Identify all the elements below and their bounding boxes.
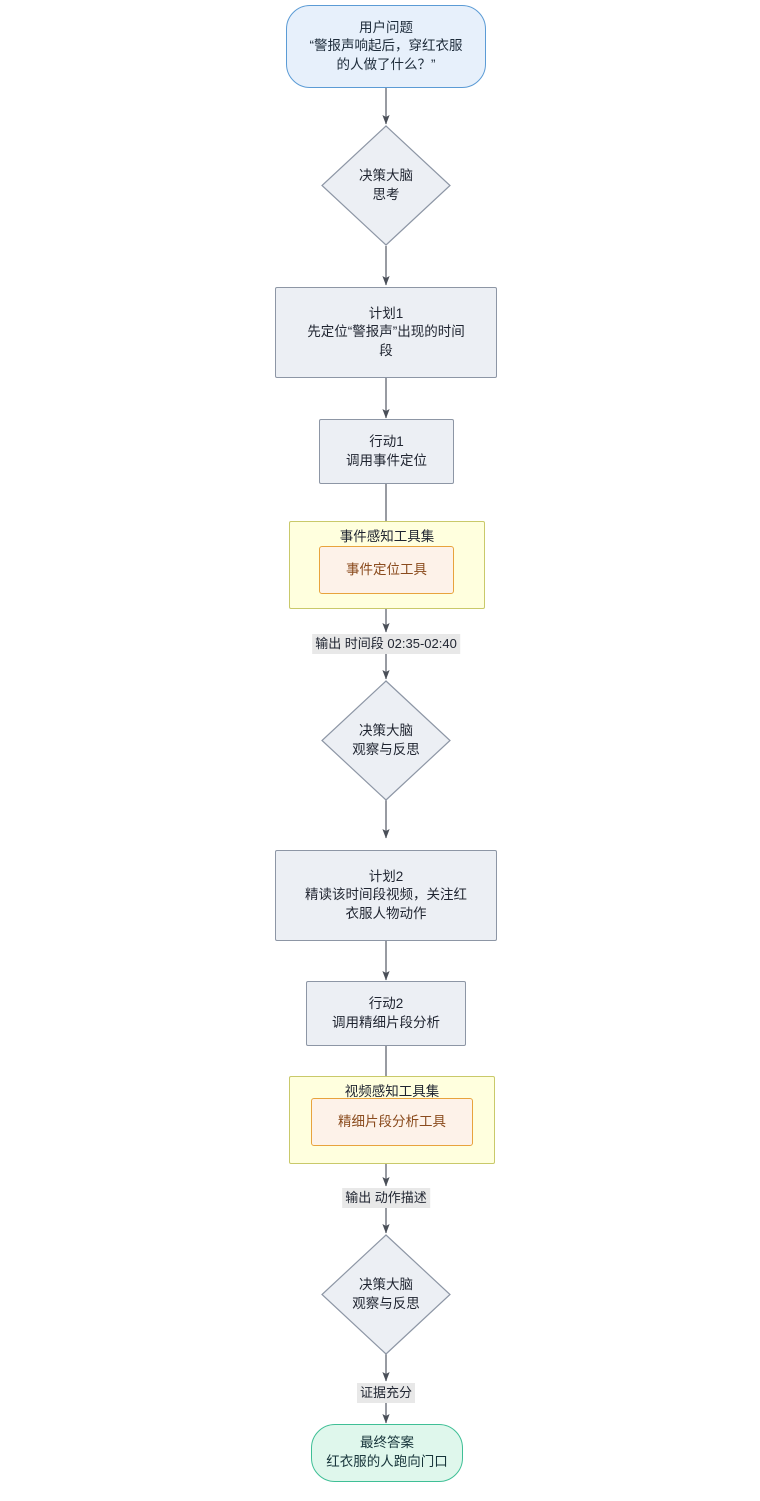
- diamond-shape: [321, 1234, 451, 1355]
- edge-label-output-timerange: 输出 时间段 02:35-02:40: [312, 634, 460, 654]
- node-user-question[interactable]: 用户问题 “警报声响起后，穿红衣服 的人做了什么？”: [286, 5, 486, 88]
- node-brain-think-label: 决策大脑 思考: [359, 167, 413, 204]
- node-plan-2-line1: 计划2: [368, 868, 404, 884]
- node-plan-1-line3: 段: [379, 342, 393, 358]
- edge-label-output-action-desc: 输出 动作描述: [342, 1188, 430, 1208]
- diamond-shape: [321, 125, 451, 246]
- node-brain-reflect-1-line2: 观察与反思: [352, 741, 420, 757]
- node-brain-reflect-2[interactable]: 决策大脑 观察与反思: [321, 1234, 451, 1355]
- node-user-question-line1: 用户问题: [359, 19, 413, 35]
- node-tool-event-locate-label: 事件定位工具: [346, 561, 427, 577]
- node-plan-2-line2: 精读该时间段视频，关注红: [305, 887, 467, 903]
- node-brain-think[interactable]: 决策大脑 思考: [321, 125, 451, 246]
- node-final-answer[interactable]: 最终答案 红衣服的人跑向门口: [311, 1424, 463, 1482]
- node-final-answer-line1: 最终答案: [360, 1435, 414, 1451]
- node-user-question-line2: “警报声响起后，穿红衣服: [309, 38, 463, 54]
- node-brain-reflect-1[interactable]: 决策大脑 观察与反思: [321, 680, 451, 801]
- node-brain-reflect-1-line1: 决策大脑: [359, 722, 413, 738]
- node-action-2-line2: 调用精细片段分析: [332, 1014, 440, 1030]
- node-action-1[interactable]: 行动1 调用事件定位: [319, 419, 454, 484]
- node-plan-1[interactable]: 计划1 先定位“警报声”出现的时间 段: [275, 287, 497, 378]
- node-plan-2[interactable]: 计划2 精读该时间段视频，关注红 衣服人物动作: [275, 850, 497, 941]
- node-action-1-line2: 调用事件定位: [346, 452, 427, 468]
- node-action-2-line1: 行动2: [368, 995, 404, 1011]
- node-brain-reflect-2-label: 决策大脑 观察与反思: [352, 1276, 420, 1313]
- edge-label-evidence-sufficient: 证据充分: [356, 1383, 416, 1403]
- node-tool-fine-segment-analysis-label: 精细片段分析工具: [338, 1113, 446, 1129]
- node-brain-think-line1: 决策大脑: [359, 167, 413, 183]
- node-tool-fine-segment-analysis[interactable]: 精细片段分析工具: [311, 1098, 473, 1146]
- node-user-question-line3: 的人做了什么？”: [336, 56, 436, 72]
- node-tool-event-locate[interactable]: 事件定位工具: [319, 546, 454, 594]
- node-final-answer-line2: 红衣服的人跑向门口: [326, 1454, 448, 1469]
- node-brain-reflect-2-line1: 决策大脑: [359, 1276, 413, 1292]
- diamond-shape: [321, 680, 451, 801]
- node-brain-reflect-2-line2: 观察与反思: [352, 1295, 420, 1311]
- node-brain-reflect-1-label: 决策大脑 观察与反思: [352, 722, 420, 759]
- node-plan-1-line2: 先定位“警报声”出现的时间: [307, 324, 465, 340]
- node-brain-think-line2: 思考: [372, 186, 400, 202]
- node-plan-2-line3: 衣服人物动作: [345, 905, 427, 921]
- node-action-1-line1: 行动1: [369, 433, 404, 449]
- node-plan-1-line1: 计划1: [368, 305, 404, 321]
- node-action-2[interactable]: 行动2 调用精细片段分析: [306, 981, 466, 1046]
